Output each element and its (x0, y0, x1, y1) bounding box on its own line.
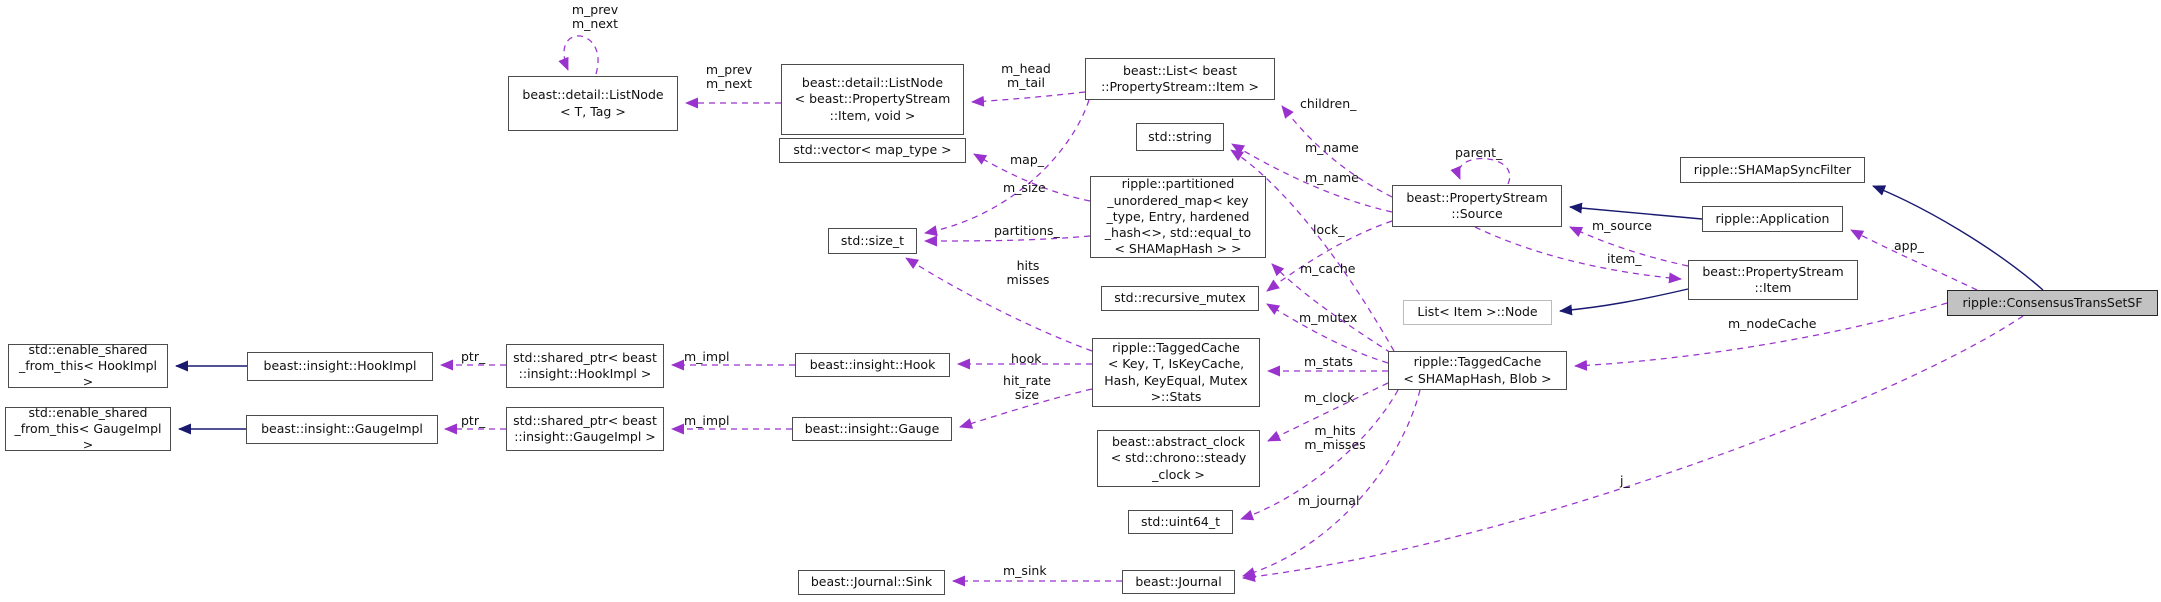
node-partitioned-unordered-map[interactable]: ripple::partitioned _unordered_map< key … (1090, 176, 1266, 258)
edge-lock (1266, 220, 1393, 292)
node-std-recursive-mutex[interactable]: std::recursive_mutex (1101, 286, 1259, 311)
edge-map (973, 153, 1091, 202)
edge-label-m-nodecache: m_nodeCache (1728, 316, 1817, 331)
edge-label-hit-rate-size: hit_rate size (1003, 373, 1051, 402)
node-listnode-t-tag[interactable]: beast::detail::ListNode < T, Tag > (508, 76, 678, 131)
edge-consensus-inherits-syncfilter (1872, 185, 2044, 291)
node-std-string[interactable]: std::string (1136, 123, 1224, 151)
node-journal[interactable]: beast::Journal (1122, 570, 1235, 594)
node-consensus-trans-set-sf: ripple::ConsensusTransSetSF (1947, 290, 2158, 316)
edge-children (1281, 105, 1393, 198)
edge-label-ptr-hook: ptr_ (461, 349, 486, 364)
edge-label-m-stats: m_stats (1304, 354, 1353, 369)
edge-m-name-source (1231, 143, 1393, 213)
edge-m-name-taggedcache (1230, 149, 1395, 352)
edge-m-prev-m-next-self-loop (558, 35, 599, 75)
edge-m-hits-m-misses (1240, 389, 1399, 521)
node-enable-shared-from-this-gaugeimpl[interactable]: std::enable_shared _from_this< GaugeImpl… (5, 405, 171, 452)
edge-j (1242, 315, 2024, 583)
edge-label-lock: lock_ (1313, 222, 1345, 237)
edge-label-m-prev-m-next: m_prev m_next (705, 62, 753, 91)
edge-parent-self-loop (1450, 158, 1511, 185)
node-taggedcache-stats[interactable]: ripple::TaggedCache < Key, T, IsKeyCache… (1092, 338, 1260, 407)
node-std-uint64-t[interactable]: std::uint64_t (1128, 510, 1233, 534)
edge-label-hits-misses: hits misses (1006, 258, 1050, 287)
node-insight-gauge[interactable]: beast::insight::Gauge (792, 417, 952, 441)
edge-label-hook: hook (1011, 351, 1042, 366)
edge-label-j: j_ (1620, 473, 1630, 488)
edge-label-ptr-gauge: ptr_ (461, 413, 486, 428)
node-propertystream-source[interactable]: beast::PropertyStream ::Source (1392, 185, 1562, 227)
edge-label-children: children_ (1300, 96, 1357, 111)
edge-m-source (1569, 226, 1689, 267)
edge-m-cache (1271, 263, 1392, 354)
edge-m-clock (1267, 382, 1389, 442)
node-listnode-propertystream-item[interactable]: beast::detail::ListNode < beast::Propert… (781, 64, 964, 135)
node-application[interactable]: ripple::Application (1702, 206, 1843, 232)
edge-m-head-m-tail (971, 91, 1086, 107)
edge-application-inherits-source (1569, 202, 1703, 220)
edge-item-inherits-node (1559, 288, 1689, 316)
node-list-item-node: List< Item >::Node (1403, 300, 1552, 325)
node-enable-shared-from-this-hookimpl[interactable]: std::enable_shared _from_this< HookImpl … (8, 342, 168, 389)
node-shamapsyncfilter[interactable]: ripple::SHAMapSyncFilter (1680, 157, 1865, 183)
edge-label-m-impl-gauge: m_impl (684, 413, 730, 428)
edge-m-nodecache (1574, 302, 1948, 371)
edge-label-m-name-taggedcache: m_name (1305, 170, 1359, 185)
edge-label-map: map_ (1010, 152, 1045, 167)
node-shared-ptr-hookimpl[interactable]: std::shared_ptr< beast ::insight::HookIm… (506, 344, 664, 388)
edge-item (1474, 226, 1682, 284)
edge-label-m-clock: m_clock (1304, 390, 1355, 405)
edge-app (1850, 229, 1978, 291)
edge-label-m-cache: m_cache (1300, 261, 1356, 276)
edge-label-m-size: m_size (1003, 180, 1046, 195)
node-std-size-t[interactable]: std::size_t (828, 228, 917, 254)
edge-label-partitions: partitions_ (994, 223, 1060, 238)
edge-label-app: app_ (1894, 238, 1924, 253)
edge-label-parent: parent_ (1455, 145, 1503, 160)
edge-label-m-impl-hook: m_impl (684, 349, 730, 364)
edge-label-m-journal: m_journal (1298, 493, 1360, 508)
node-insight-gaugeimpl[interactable]: beast::insight::GaugeImpl (246, 415, 438, 444)
node-taggedcache-shamaphash-blob[interactable]: ripple::TaggedCache < SHAMapHash, Blob > (1388, 351, 1567, 390)
edge-partitions (924, 235, 1091, 247)
node-shared-ptr-gaugeimpl[interactable]: std::shared_ptr< beast ::insight::GaugeI… (506, 407, 664, 451)
node-insight-hookimpl[interactable]: beast::insight::HookImpl (247, 352, 433, 381)
edge-m-mutex (1266, 303, 1389, 364)
node-abstract-clock[interactable]: beast::abstract_clock < std::chrono::ste… (1097, 430, 1260, 487)
node-journal-sink[interactable]: beast::Journal::Sink (798, 570, 945, 595)
edge-hits-misses (905, 257, 1093, 352)
edge-label-m-name-source: m_name (1305, 140, 1359, 155)
edge-hit-rate-size (959, 388, 1093, 429)
edge-label-item: item_ (1607, 251, 1642, 266)
edge-label-m-sink: m_sink (1003, 563, 1047, 578)
edge-label-m-hits-m-misses: m_hits m_misses (1304, 423, 1366, 452)
edge-m-size (924, 99, 1090, 237)
edge-label-m-source: m_source (1592, 218, 1652, 233)
node-list-propertystream-item[interactable]: beast::List< beast ::PropertyStream::Ite… (1085, 58, 1275, 100)
node-insight-hook[interactable]: beast::insight::Hook (795, 353, 950, 377)
edge-label-m-head-m-tail: m_head m_tail (1001, 61, 1051, 90)
edge-m-journal (1242, 389, 1421, 578)
node-std-vector-map-type[interactable]: std::vector< map_type > (779, 138, 966, 163)
node-propertystream-item[interactable]: beast::PropertyStream ::Item (1688, 260, 1858, 300)
edge-label-m-prev-m-next-self: m_prev m_next (571, 2, 619, 31)
edge-label-m-mutex: m_mutex (1299, 310, 1358, 325)
